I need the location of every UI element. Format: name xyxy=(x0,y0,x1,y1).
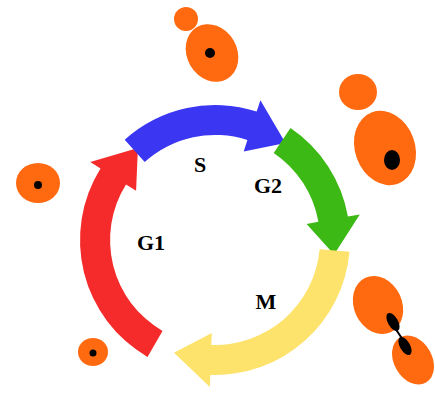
phase-label: M xyxy=(256,291,277,313)
spindle xyxy=(395,328,403,340)
yeast-cell xyxy=(344,102,426,194)
phase-arrow xyxy=(125,100,286,162)
yeast-bud xyxy=(174,7,198,31)
yeast-cell xyxy=(344,268,413,343)
phase-arrow xyxy=(274,128,360,255)
cycle-ring xyxy=(80,100,360,387)
phase-label: G1 xyxy=(137,232,165,254)
nucleus xyxy=(34,181,42,189)
yeast-cell xyxy=(16,163,60,203)
phase-arrow xyxy=(174,249,350,387)
yeast-bud xyxy=(384,328,435,392)
nucleus xyxy=(90,350,97,357)
phase-label: S xyxy=(194,154,206,176)
phase-label: G2 xyxy=(254,175,282,197)
nucleus xyxy=(396,335,415,357)
nucleus xyxy=(205,48,215,58)
yeast-cell xyxy=(175,15,248,92)
yeast-cell xyxy=(78,338,108,366)
nucleus xyxy=(384,311,403,333)
nucleus xyxy=(384,150,400,170)
yeast-cells xyxy=(16,7,435,392)
yeast-bud xyxy=(339,74,377,110)
